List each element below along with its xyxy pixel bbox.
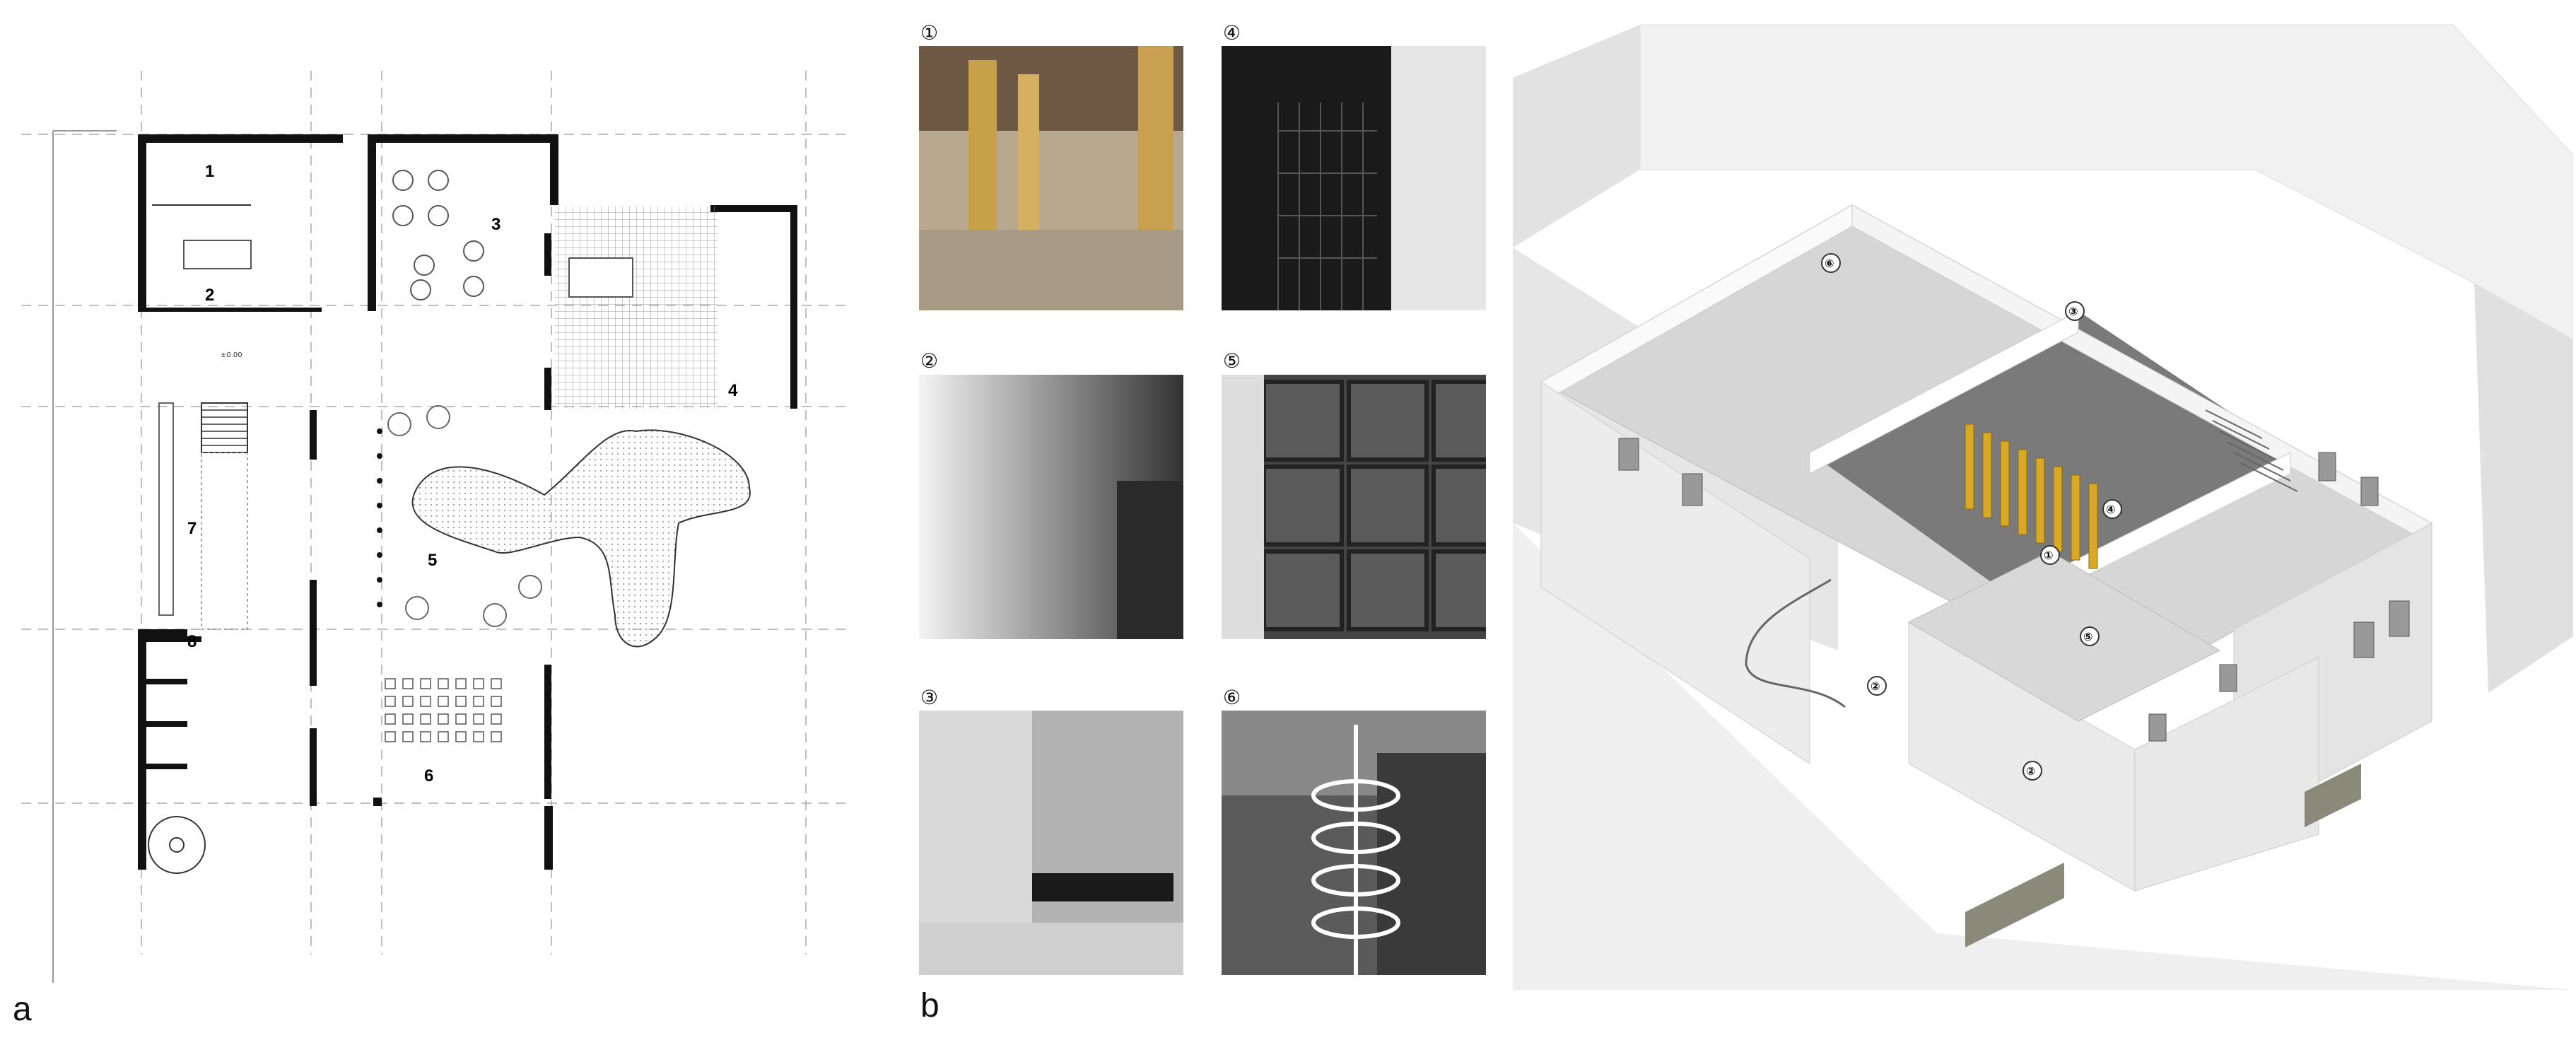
axo-marker-2b: ② <box>2026 764 2036 778</box>
photo-4 <box>1222 46 1486 310</box>
axo-marker-1: ① <box>2044 549 2054 562</box>
panel-label-a: a <box>13 991 32 1028</box>
axonometric-render: ⑥ ③ ④ ① ⑤ ② ② <box>1513 14 2574 990</box>
plan-level-mark: ±0.00 <box>221 351 242 359</box>
plan-room-1-label: 1 <box>205 162 214 181</box>
plan-room-6-label: 6 <box>424 766 433 786</box>
plan-room-5-label: 5 <box>428 551 437 570</box>
photo-5 <box>1222 375 1486 639</box>
axo-marker-4: ④ <box>2106 503 2116 516</box>
photo-6 <box>1222 711 1486 975</box>
floor-plan: 1 2 3 4 5 6 7 8 ±0.00 <box>21 71 848 983</box>
room-6-seats <box>385 678 502 742</box>
axo-marker-3: ③ <box>2068 305 2078 318</box>
plan-room-4-label: 4 <box>728 381 738 400</box>
plan-room-3-label: 3 <box>491 215 500 234</box>
photo-5-number: ⑤ <box>1223 349 1241 373</box>
photo-4-number: ④ <box>1223 21 1241 45</box>
photo-3-number: ③ <box>920 686 939 709</box>
plan-room-2-label: 2 <box>205 286 214 305</box>
room-4-floor <box>555 206 718 409</box>
panel-label-b: b <box>920 987 939 1024</box>
courtyard-pond <box>411 429 751 648</box>
yellow-columns <box>1965 424 2098 569</box>
photo-1 <box>919 46 1183 310</box>
axo-marker-6: ⑥ <box>1825 257 1834 270</box>
plan-room-8-label: 8 <box>187 632 197 651</box>
axo-marker-2a: ② <box>1870 679 1880 693</box>
axo-stairs <box>2205 409 2298 492</box>
photo-3 <box>919 711 1183 975</box>
axo-markers: ⑥ ③ ④ ① ⑤ ② ② <box>1821 253 2122 781</box>
axo-marker-5: ⑤ <box>2083 630 2093 643</box>
photo-2-number: ② <box>920 349 939 373</box>
photo-6-number: ⑥ <box>1223 686 1241 709</box>
plan-room-7-label: 7 <box>187 519 197 538</box>
plan-walls <box>138 134 797 870</box>
photo-1-number: ① <box>920 21 939 45</box>
photo-2 <box>919 375 1183 639</box>
floor-plan-panel: 1 2 3 4 5 6 7 8 ±0.00 <box>0 0 870 990</box>
